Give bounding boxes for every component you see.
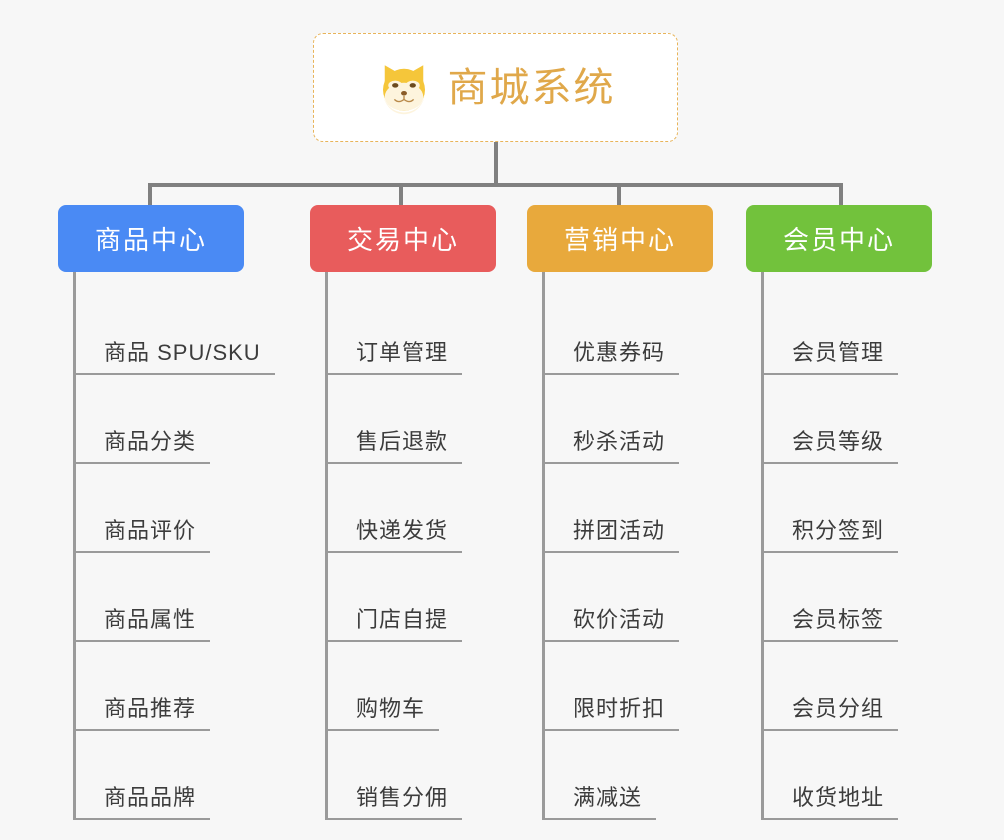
category-box-trade[interactable]: 交易中心 <box>310 205 496 272</box>
root-title: 商城系统 <box>447 65 616 110</box>
category-title: 会员中心 <box>782 225 895 255</box>
list-item-label: 商品推荐 <box>76 691 211 731</box>
list-item[interactable]: 订单管理 <box>328 286 535 375</box>
category-column-product: 商品中心 商品 SPU/SKU 商品分类 商品评价 商品属性 商品推荐 商品品牌 <box>58 205 283 820</box>
category-title: 交易中心 <box>346 225 459 255</box>
list-item[interactable]: 快递发货 <box>328 464 535 553</box>
shiba-dog-icon <box>382 64 425 114</box>
list-item[interactable]: 秒杀活动 <box>545 375 752 464</box>
list-item-label: 会员分组 <box>764 691 899 731</box>
category-item-list-marketing: 优惠券码 秒杀活动 拼团活动 砍价活动 限时折扣 满减送 <box>542 272 752 820</box>
category-item-list-member: 会员管理 会员等级 积分签到 会员标签 会员分组 收货地址 <box>761 272 971 820</box>
list-item[interactable]: 拼团活动 <box>545 464 752 553</box>
category-column-trade: 交易中心 订单管理 售后退款 快递发货 门店自提 购物车 销售分佣 <box>310 205 535 820</box>
list-item[interactable]: 商品属性 <box>76 553 283 642</box>
list-item-label: 销售分佣 <box>328 780 463 820</box>
list-item[interactable]: 会员等级 <box>764 375 971 464</box>
list-item-label: 购物车 <box>328 691 440 731</box>
connector-drop-3 <box>617 183 621 207</box>
connector-drop-1 <box>148 183 152 207</box>
list-item-label: 优惠券码 <box>545 335 680 375</box>
list-item[interactable]: 限时折扣 <box>545 642 752 731</box>
list-item-label: 商品属性 <box>76 602 211 642</box>
list-item[interactable]: 售后退款 <box>328 375 535 464</box>
connector-drop-4 <box>839 183 843 207</box>
list-item-label: 会员管理 <box>764 335 899 375</box>
list-item-label: 会员等级 <box>764 424 899 464</box>
list-item[interactable]: 门店自提 <box>328 553 535 642</box>
list-item[interactable]: 会员分组 <box>764 642 971 731</box>
list-item[interactable]: 商品 SPU/SKU <box>76 286 283 375</box>
list-item[interactable]: 商品推荐 <box>76 642 283 731</box>
connector-drop-2 <box>399 183 403 207</box>
category-column-marketing: 营销中心 优惠券码 秒杀活动 拼团活动 砍价活动 限时折扣 满减送 <box>527 205 752 820</box>
list-item[interactable]: 商品评价 <box>76 464 283 553</box>
list-item[interactable]: 销售分佣 <box>328 731 535 820</box>
list-item[interactable]: 商品分类 <box>76 375 283 464</box>
list-item[interactable]: 购物车 <box>328 642 535 731</box>
list-item[interactable]: 砍价活动 <box>545 553 752 642</box>
category-item-list-trade: 订单管理 售后退款 快递发货 门店自提 购物车 销售分佣 <box>325 272 535 820</box>
category-box-marketing[interactable]: 营销中心 <box>527 205 713 272</box>
list-item-label: 门店自提 <box>328 602 463 642</box>
list-item-label: 积分签到 <box>764 513 899 553</box>
list-item[interactable]: 积分签到 <box>764 464 971 553</box>
list-item-label: 订单管理 <box>328 335 463 375</box>
list-item-label: 商品分类 <box>76 424 211 464</box>
list-item[interactable]: 商品品牌 <box>76 731 283 820</box>
list-item-label: 砍价活动 <box>545 602 680 642</box>
list-item-label: 商品评价 <box>76 513 211 553</box>
list-item-label: 拼团活动 <box>545 513 680 553</box>
list-item-label: 收货地址 <box>764 780 899 820</box>
list-item-label: 商品 SPU/SKU <box>76 335 275 375</box>
category-box-member[interactable]: 会员中心 <box>746 205 932 272</box>
list-item-label: 会员标签 <box>764 602 899 642</box>
list-item[interactable]: 满减送 <box>545 731 752 820</box>
list-item-label: 售后退款 <box>328 424 463 464</box>
list-item[interactable]: 收货地址 <box>764 731 971 820</box>
list-item-label: 满减送 <box>545 780 657 820</box>
category-item-list-product: 商品 SPU/SKU 商品分类 商品评价 商品属性 商品推荐 商品品牌 <box>73 272 283 820</box>
category-title: 营销中心 <box>563 225 676 255</box>
list-item[interactable]: 会员标签 <box>764 553 971 642</box>
list-item-label: 快递发货 <box>328 513 463 553</box>
category-box-product[interactable]: 商品中心 <box>58 205 244 272</box>
root-node-shop-system[interactable]: 商城系统 <box>313 33 678 142</box>
category-title: 商品中心 <box>94 225 207 255</box>
list-item-label: 限时折扣 <box>545 691 680 731</box>
category-column-member: 会员中心 会员管理 会员等级 积分签到 会员标签 会员分组 收货地址 <box>746 205 971 820</box>
list-item[interactable]: 会员管理 <box>764 286 971 375</box>
connector-root-stem <box>494 142 498 186</box>
list-item-label: 秒杀活动 <box>545 424 680 464</box>
list-item-label: 商品品牌 <box>76 780 211 820</box>
connector-horizontal-bus <box>148 183 843 187</box>
list-item[interactable]: 优惠券码 <box>545 286 752 375</box>
